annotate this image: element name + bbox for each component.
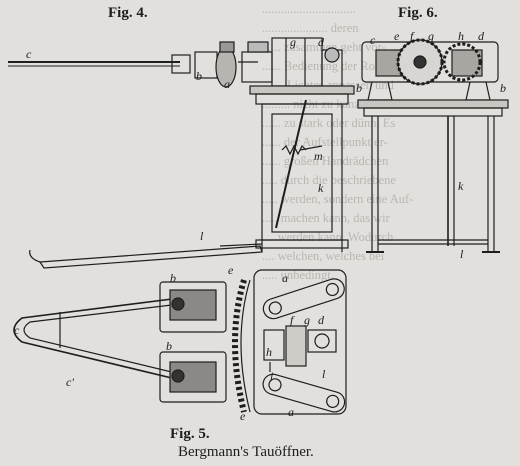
- label-b: b: [170, 271, 176, 285]
- fig5-labels: e e a a c b b h i f g d l c': [14, 263, 326, 423]
- bg-line: ..... unbedingt.: [262, 268, 334, 282]
- label-b: b: [166, 339, 172, 353]
- label-g: g: [304, 313, 310, 327]
- fig6-labels: c e f g h d b b k l: [356, 29, 506, 261]
- label-m: m: [314, 149, 323, 163]
- label-b: b: [500, 81, 506, 95]
- figure-4-label: Fig. 4.: [108, 5, 148, 21]
- background-text-block: .............................. .........…: [262, 0, 520, 330]
- label-c-prime: c': [66, 375, 74, 389]
- bg-line: ...... großen Handrädchen: [262, 154, 389, 168]
- label-e: e: [240, 409, 246, 423]
- bg-line: .... welchen, welches bei: [262, 249, 385, 263]
- label-i: i: [270, 369, 273, 383]
- bg-line: ...... zu stark oder dünn. Es: [262, 116, 396, 130]
- bg-line: ..... machen kann, das wir: [262, 211, 390, 225]
- label-f: f: [290, 313, 295, 327]
- label-d: d: [318, 35, 325, 49]
- bg-line: ..................... deren: [262, 21, 359, 35]
- fig4-labels: c b a g d m k l: [26, 35, 325, 243]
- label-a: a: [282, 271, 288, 285]
- fig5-drawing: [13, 269, 347, 415]
- label-g: g: [290, 35, 296, 49]
- label-e: e: [228, 263, 234, 277]
- label-l: l: [322, 367, 326, 381]
- label-g: g: [428, 29, 434, 43]
- label-c: c: [14, 323, 20, 337]
- label-h: h: [458, 29, 464, 43]
- figure-5-label: Fig. 5.: [170, 426, 210, 442]
- label-d: d: [318, 313, 325, 327]
- label-k: k: [318, 181, 324, 195]
- figure-caption: Bergmann's Tauöffner.: [178, 444, 314, 460]
- fig6-drawing: [357, 38, 509, 253]
- bg-line: ..... werden, sondern eine Auf-: [262, 192, 414, 206]
- bg-line: ..... durch die beschriebene: [262, 173, 396, 187]
- label-b: b: [196, 69, 202, 83]
- bg-line: ...... der Aufstellpunkt er-: [262, 135, 388, 149]
- label-c: c: [370, 33, 376, 47]
- label-d: d: [478, 29, 485, 43]
- label-a: a: [288, 405, 294, 419]
- bg-line: ..............................: [262, 2, 356, 16]
- label-k: k: [458, 179, 464, 193]
- label-f: f: [410, 29, 415, 43]
- label-e: e: [394, 29, 400, 43]
- label-a: a: [224, 77, 230, 91]
- label-h: h: [266, 345, 272, 359]
- label-l: l: [200, 229, 204, 243]
- label-c: c: [26, 47, 32, 61]
- fig4-drawing: [8, 37, 355, 269]
- bg-line: ...... Bedienung der Rollen-: [262, 59, 398, 73]
- label-b: b: [356, 81, 362, 95]
- figure-6-label: Fig. 6.: [398, 5, 438, 21]
- bg-line: ...... zusammen geht vor-: [262, 40, 386, 54]
- label-l: l: [460, 247, 464, 261]
